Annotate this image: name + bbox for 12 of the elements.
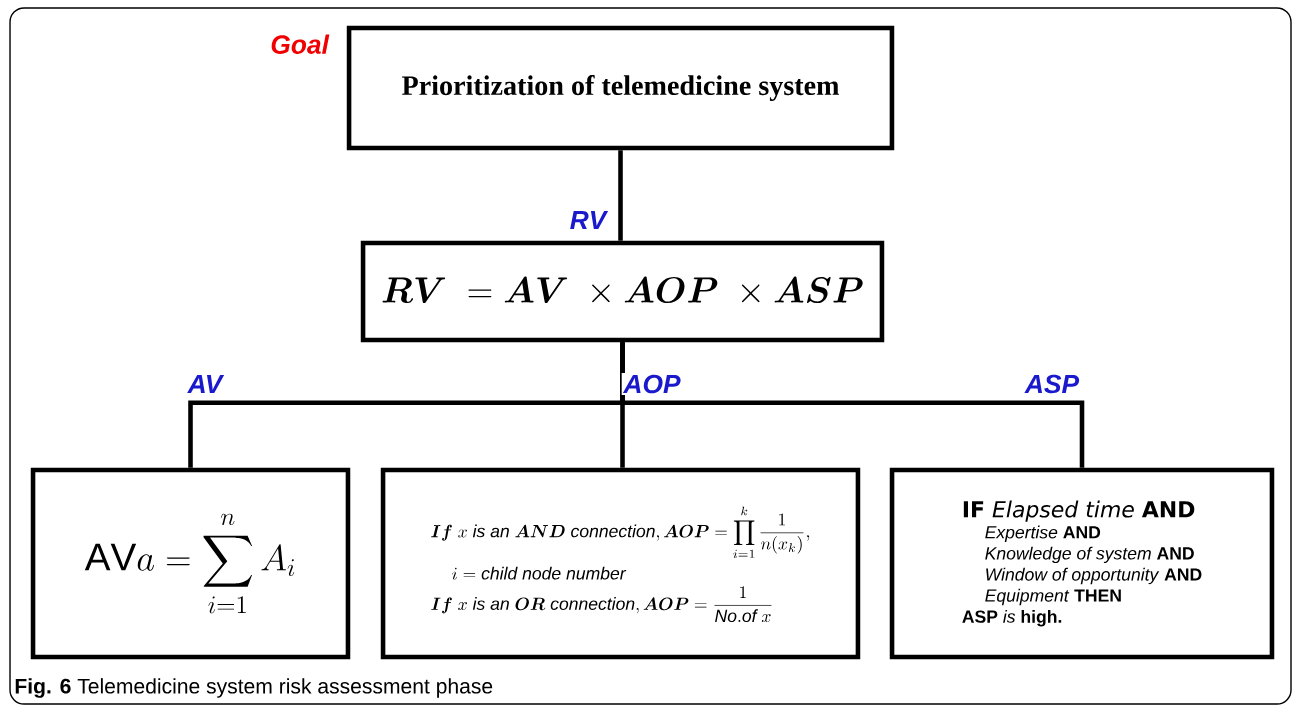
goal-box: Prioritization of telemedicine system — [346, 25, 895, 151]
formula-box: $\mathrm{AV}a = \sum_{i=1}^{n} A_i$ — [30, 467, 351, 660]
connector-line — [618, 150, 623, 241]
edge-label: RV — [567, 209, 609, 231]
edge-label: AOP — [621, 372, 683, 396]
formula-box: $\boldsymbol{RV}\ = \boldsymbol{AV}\ \times \boldsymbol{AOP}\ \times \boldsymbol{ASP}$ — [360, 240, 885, 343]
caption: Fig. 6 Telemedicine system risk assessment phase — [15, 678, 493, 698]
goal-label: Goal — [271, 34, 330, 54]
edge-label: ASP — [1023, 372, 1081, 396]
formula-box: $\boldsymbol{If}\ x\ \mathit{is\ an}\ \boldsymbol{AND}\ \mathit{connection}, \boldsymbol{AOP} = \prod_{i=1}^{k}\frac{1}{n(x_k)},$ $i = \mathit{child\ node\ number}$ $\boldsymbol{If}\ x\ \mathit{is\ an}\ \boldsymbol{OR}\ \mathit{connection}, \boldsymbol{AOP} = \frac{1}{\mathit{No.of}\ x}$ — [380, 467, 861, 660]
connector-line — [620, 342, 1085, 468]
edge-label: AV — [185, 373, 225, 395]
